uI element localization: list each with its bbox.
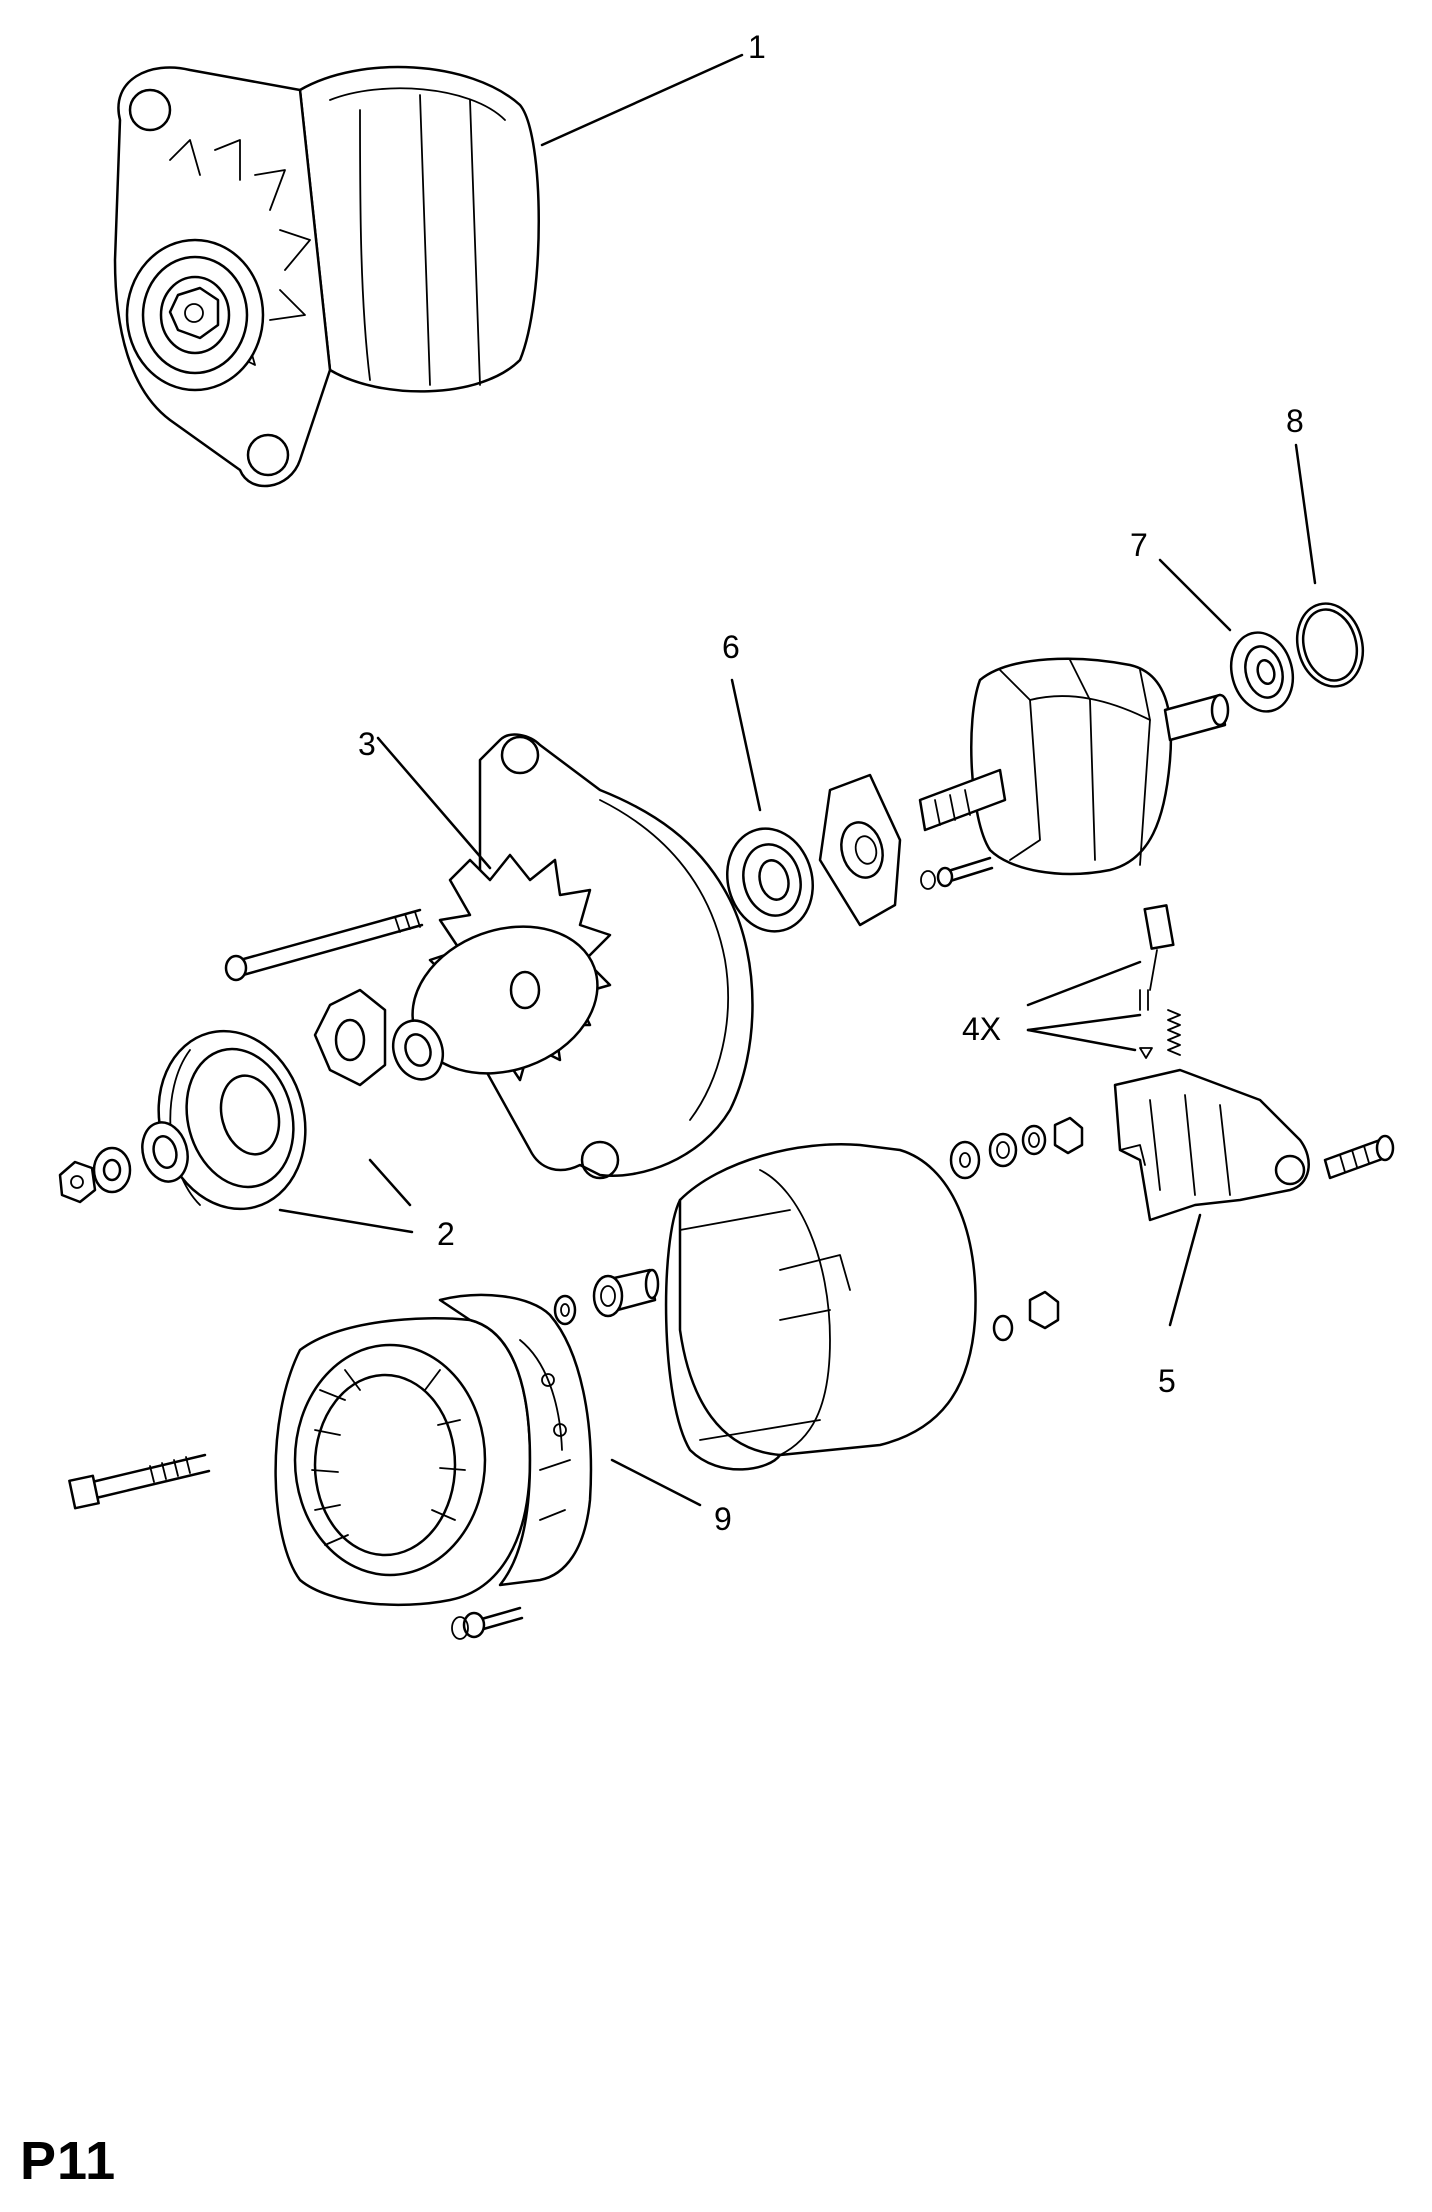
ring-8 <box>1295 602 1365 688</box>
small-screw-retainer <box>920 856 994 890</box>
regulator-5 <box>1113 1068 1310 1222</box>
through-bolt-front <box>224 908 424 982</box>
bearing-retainer-plate <box>818 773 902 927</box>
brush-spring-set <box>1139 904 1181 1059</box>
callout-1: 1 <box>748 29 766 65</box>
rotor <box>918 657 1230 876</box>
callout-7: 7 <box>1130 527 1148 563</box>
terminal-washers <box>949 1116 1084 1342</box>
bearing-6 <box>726 827 814 933</box>
leader-lines <box>278 53 1317 1507</box>
callout-8: 8 <box>1286 403 1304 439</box>
drive-end-bracket <box>411 733 754 1180</box>
small-screw-bottom <box>451 1606 524 1640</box>
rear-bushing <box>553 1268 660 1326</box>
alternator-assembly <box>113 65 540 488</box>
regulator-screw <box>1323 1134 1395 1180</box>
pulley-group <box>58 1029 307 1211</box>
page-code: P11 <box>20 2131 117 2191</box>
callout-5: 5 <box>1158 1363 1176 1399</box>
through-bolt-rear <box>68 1453 211 1510</box>
callout-6: 6 <box>722 629 740 665</box>
spacer-rings <box>313 988 445 1087</box>
stator-9 <box>274 1317 532 1607</box>
slip-ring-end-housing <box>664 1143 977 1471</box>
callout-2: 2 <box>437 1216 455 1252</box>
rectifier-plate <box>438 1293 593 1587</box>
callout-3: 3 <box>358 726 376 762</box>
bearing-7 <box>1229 631 1295 713</box>
callout-9: 9 <box>714 1501 732 1537</box>
callout-4x: 4X <box>962 1011 1001 1047</box>
